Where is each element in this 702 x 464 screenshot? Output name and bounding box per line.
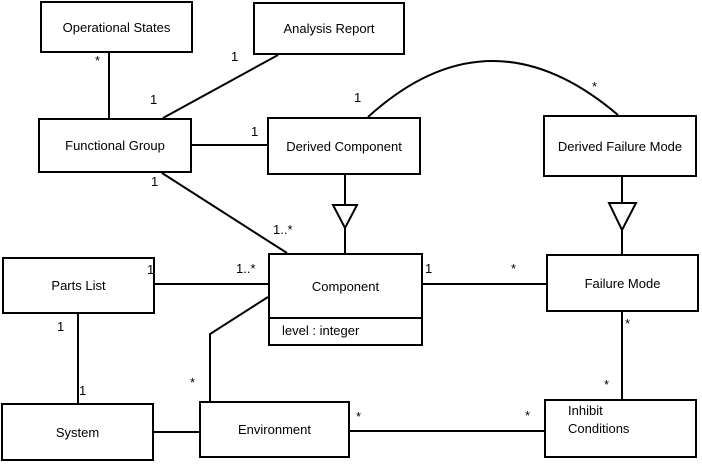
class-system: System (1, 403, 154, 461)
multiplicity-label: 1 (151, 174, 159, 189)
class-parts-list: Parts List (2, 257, 155, 314)
class-derived-failure-mode: Derived Failure Mode (543, 115, 697, 177)
class-name-label: Derived Component (286, 138, 402, 154)
generalization-arrow-icon (607, 202, 638, 233)
class-failure-mode: Failure Mode (546, 254, 699, 312)
class-environment: Environment (199, 401, 350, 458)
class-name-label: System (55, 424, 100, 440)
multiplicity-label: * (525, 408, 531, 423)
multiplicity-label: 1 (147, 262, 155, 277)
multiplicity-label: 1..* (273, 222, 293, 237)
class-functional-group: Functional Group (38, 118, 192, 173)
class-name-label: Parts List (51, 278, 106, 293)
multiplicity-label: 1..* (236, 261, 256, 276)
multiplicity-label: 1 (79, 383, 87, 398)
multiplicity-label: 1 (251, 124, 259, 139)
class-inhibit-conditions: Inhibit Conditions (544, 399, 697, 458)
multiplicity-label: * (95, 53, 101, 68)
class-name-label: Component (311, 278, 380, 294)
multiplicity-label: * (511, 261, 517, 276)
attribute-label: level : integer (282, 323, 360, 338)
multiplicity-label: * (604, 377, 610, 392)
class-name-compartment: Component (270, 255, 421, 317)
association-derived-component-derived-failure-mode-arc (367, 60, 619, 118)
multiplicity-label: 1 (425, 261, 433, 276)
multiplicity-label: 1 (354, 90, 362, 105)
association-analysis-report-functional-group (162, 54, 279, 119)
class-derived-component: Derived Component (267, 117, 421, 175)
multiplicity-label: 1 (150, 92, 158, 107)
class-name-label: Analysis Report (283, 21, 375, 36)
class-component: Component level : integer (268, 253, 423, 346)
class-name-label: Operational States (62, 19, 171, 35)
class-operational-states: Operational States (40, 1, 193, 53)
class-analysis-report: Analysis Report (253, 2, 405, 55)
association-environment-component (209, 296, 269, 401)
multiplicity-label: 1 (57, 319, 65, 334)
multiplicity-label: * (592, 79, 598, 94)
class-name-label: Environment (238, 422, 311, 437)
class-name-label: Derived Failure Mode (557, 138, 683, 154)
multiplicity-label: 1 (231, 49, 239, 64)
class-name-label: Inhibit Conditions (568, 403, 630, 436)
class-name-label: Failure Mode (584, 275, 661, 291)
class-attributes-compartment: level : integer (270, 317, 421, 342)
association-functional-group-component (161, 172, 288, 254)
multiplicity-label: * (625, 316, 631, 331)
multiplicity-label: * (190, 375, 196, 390)
generalization-arrow-icon (331, 204, 359, 231)
multiplicity-label: * (356, 409, 362, 424)
class-name-label: Functional Group (65, 138, 165, 153)
